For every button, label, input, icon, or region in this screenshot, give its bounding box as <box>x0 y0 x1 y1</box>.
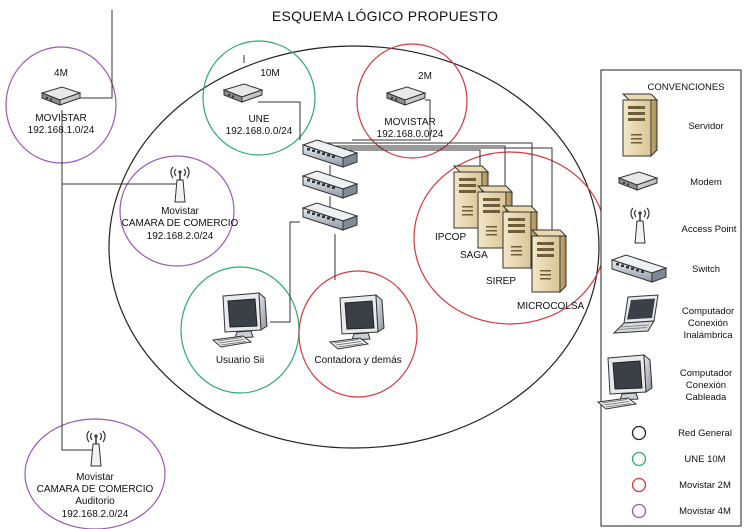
server-label-ipcop: IPCOP <box>435 232 467 243</box>
ap-auditorio-line1: Movistar <box>76 472 114 483</box>
pc-usuario-label: Usuario Sii <box>215 355 265 366</box>
movistar-4m-circle <box>5 46 117 164</box>
switch-icon <box>302 170 358 199</box>
auditorio-circle <box>24 418 166 529</box>
desktop-icon <box>329 294 385 350</box>
switch-icon <box>302 202 358 231</box>
server-icon <box>531 229 567 293</box>
contadora-circle <box>298 270 418 398</box>
modem-icon <box>386 86 426 106</box>
movistar-4m-bandwidth: 4M <box>54 68 68 79</box>
camara-comercio-circle <box>119 155 235 267</box>
movistar-2m-ip: 192.168.0.0/24 <box>376 129 444 140</box>
page-title: ESQUEMA LÓGICO PROPUESTO <box>271 8 499 24</box>
legend-label-servidor: Servidor <box>688 121 724 132</box>
movistar-4m-name: MOVISTAR <box>35 113 87 124</box>
modem-icon <box>223 83 263 103</box>
access-point-icon <box>86 430 106 467</box>
circle-icon <box>631 477 647 493</box>
une-ip: 192.168.0.0/24 <box>225 126 293 137</box>
legend-label-laptop-2: Conexión <box>687 318 729 329</box>
legend-label-access-point: Access Point <box>681 224 737 235</box>
legend-box <box>597 69 742 527</box>
red-general-ellipse <box>108 45 600 449</box>
ap-auditorio-line2: CAMARA DE COMERCIO <box>36 484 154 495</box>
ap-auditorio-line3: Auditorio <box>75 496 115 507</box>
legend-title: CONVENCIONES <box>647 82 725 93</box>
desktop-icon <box>212 292 268 348</box>
une-bandwidth: 10M <box>260 68 280 79</box>
switch-icon <box>302 139 358 168</box>
ap-camara-line1: Movistar <box>161 206 199 217</box>
movistar-2m-circle <box>356 43 468 159</box>
une-name: UNE <box>248 114 270 125</box>
movistar-4m-ip: 192.168.1.0/24 <box>27 125 95 136</box>
ap-auditorio-line4: 192.168.2.0/24 <box>61 509 129 520</box>
legend-label-desktop-2: Conexión <box>685 380 727 391</box>
legend-label-movistar-4m: Movistar 4M <box>679 506 731 517</box>
movistar-2m-bandwidth: 2M <box>418 71 432 82</box>
circle-icon <box>631 451 647 467</box>
ap-camara-line3: 192.168.2.0/24 <box>146 231 214 242</box>
legend-label-red-general: Red General <box>678 428 732 439</box>
legend-label-laptop-1: Computador <box>681 306 735 317</box>
legend-label-modem: Modem <box>690 177 722 188</box>
server-label-sirep: SIREP <box>486 276 517 287</box>
ap-camara-line2: CAMARA DE COMERCIO <box>121 218 239 229</box>
server-label-saga: SAGA <box>460 250 488 261</box>
server-label-microcolsa: MICROCOLSA <box>517 301 585 312</box>
movistar-2m-name: MOVISTAR <box>384 117 436 128</box>
legend-label-movistar-2m: Movistar 2M <box>679 480 731 491</box>
pc-contadora-label: Contadora y demás <box>314 355 402 366</box>
modem-icon <box>41 86 81 106</box>
circle-icon <box>631 425 647 441</box>
connection-lines <box>61 10 553 451</box>
legend-label-laptop-3: Inalámbrica <box>683 330 733 341</box>
legend-label-desktop-3: Cableada <box>685 392 727 403</box>
legend-label-une-10m: UNE 10M <box>684 454 726 465</box>
legend-label-desktop-1: Computador <box>679 368 733 379</box>
circle-icon <box>631 503 647 519</box>
une-10m-circle <box>202 40 316 156</box>
server-icon <box>622 93 658 157</box>
legend-label-switch: Switch <box>692 264 720 275</box>
